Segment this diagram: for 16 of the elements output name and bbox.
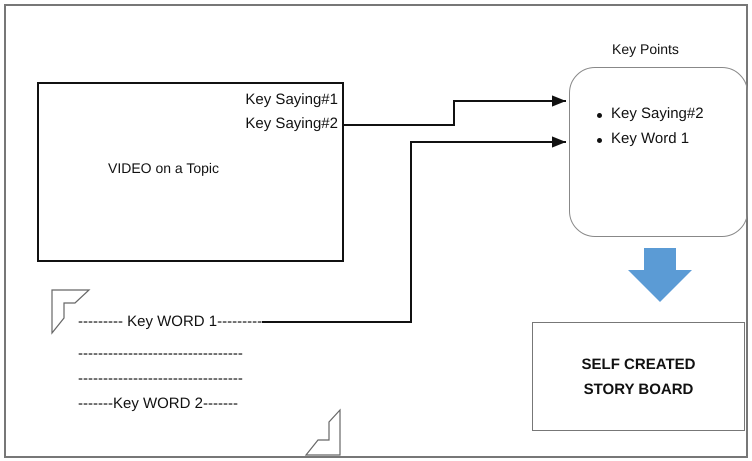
arrow: [262, 136, 566, 323]
block-arrow: [628, 248, 692, 302]
bullet-item: Key Saying#2: [611, 105, 704, 122]
video-title: VIDEO on a Topic: [108, 160, 220, 176]
arrow: [344, 95, 566, 126]
story-board-box: [532, 322, 745, 431]
box-label: SELF CREATED STORY BOARD: [580, 354, 696, 400]
key-saying-text: Key Saying#1: [245, 91, 338, 108]
box-heading: Key Points: [612, 41, 679, 57]
bullet-item: Key Word 1: [611, 130, 690, 147]
dashed-text-line: ---------------------------------: [78, 370, 243, 387]
dashed-text-line: ---------------------------------: [78, 345, 243, 362]
keyword-line: --------- Key WORD 1---------: [78, 313, 262, 330]
video-box: [37, 82, 344, 262]
keyword-line: -------Key WORD 2-------: [78, 395, 238, 412]
key-saying-text: Key Saying#2: [245, 115, 338, 132]
